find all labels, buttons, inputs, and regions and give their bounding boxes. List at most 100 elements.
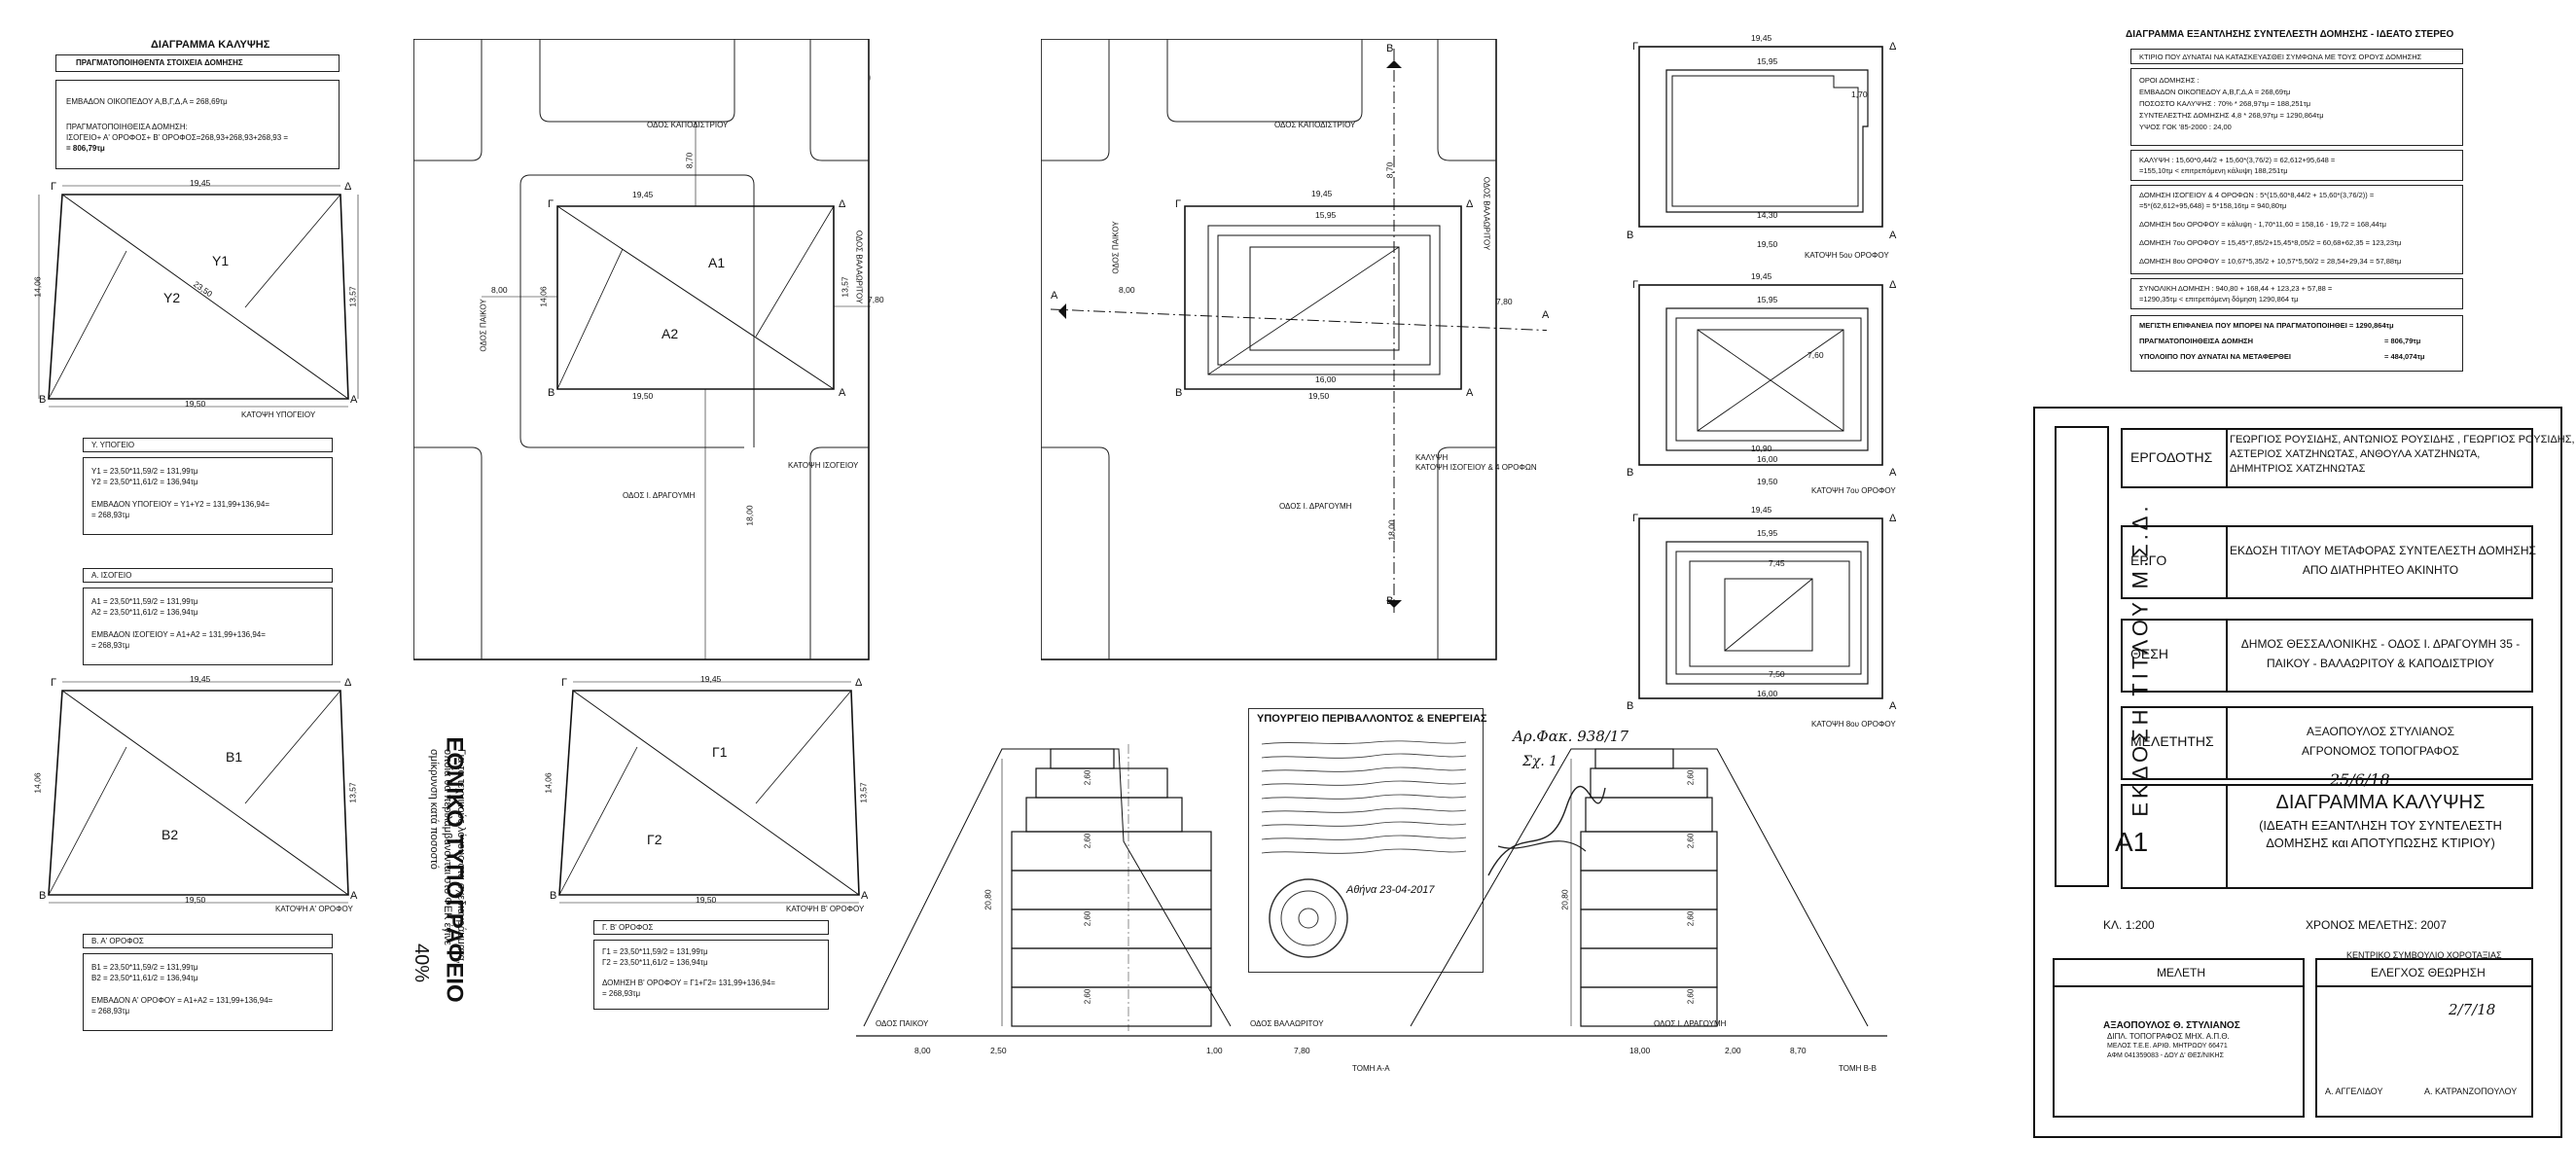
- tb-row-designer: ΜΕΛΕΤΗΤΗΣ ΑΞΑΟΠΟΥΛΟΣ ΣΤΥΛΙΑΝΟΣ ΑΓΡΟΝΟΜΟΣ…: [2121, 706, 2533, 780]
- second-top-dim: 19,45: [700, 674, 722, 684]
- aa-dim-4: 7,80: [1294, 1046, 1310, 1055]
- p7-inner-top: 15,95: [1757, 528, 1778, 538]
- tb-check-header: ΕΛΕΓΧΟΣ ΘΕΩΡΗΣΗ: [2371, 966, 2486, 979]
- tb-check-note: ΚΕΝΤΡΙΚΟ ΣΥΜΒΟΥΛΙΟ ΧΟΡΟΤΑΞΙΑΣ: [2346, 950, 2502, 960]
- second-floor-diagonal: [572, 690, 860, 896]
- aa-floor-8: [1050, 748, 1115, 769]
- bb-floorh-3: 2,60: [1686, 910, 1696, 927]
- corner-d-site: Δ: [839, 198, 846, 210]
- basement-line-3: ΕΜΒΑΔΟΝ ΥΠΟΓΕΙΟΥ = Υ1+Υ2 = 131,99+136,94…: [91, 500, 269, 509]
- ov-inner-1: [1207, 225, 1441, 375]
- aa-floor-1: [1011, 986, 1212, 1027]
- ideal-term-5: ΥΨΟΣ ΓΟΚ '85-2000 : 24,00: [2139, 123, 2232, 131]
- site-height-1: [556, 248, 624, 390]
- aa-floor-2: [1011, 947, 1212, 988]
- p7-label: ΚΑΤΟΨΗ 8ου ΟΡΟΦΟΥ: [1811, 720, 1896, 729]
- basement-plan-svg: [38, 185, 359, 408]
- ov-street-drag: ΟΔΟΣ Ι. ΔΡΑΓΟΥΜΗ: [1279, 502, 1352, 511]
- ground-line-1: Α1 = 23,50*11,59/2 = 131,99τμ: [91, 597, 198, 606]
- first-line-3: ΕΜΒΑΔΟΝ Α' ΟΡΟΦΟΥ = Α1+Α2 = 131,99+136,9…: [91, 996, 273, 1005]
- basement-left-dim: 14,06: [32, 276, 43, 298]
- p5-inner-bottom: 14,30: [1757, 210, 1778, 220]
- p5-inner: [1665, 69, 1869, 213]
- aa-dim-1: 8,00: [914, 1046, 931, 1055]
- aa-street-val: ΟΔΟΣ ΒΑΛΑΩΡΙΤΟΥ: [1250, 1019, 1324, 1028]
- tb-diagram-divider: [2226, 784, 2228, 889]
- typography-line-1: Για τα τεχνικούς λόγους στα σχεδιαγράμμα…: [455, 749, 467, 964]
- ideal-coverage-2: =155,10τμ < επιτρεπόμενη κάλυψη 188,251τ…: [2139, 166, 2288, 175]
- aa-floor-5: [1011, 831, 1212, 872]
- overlay-plan-label: ΚΑΛΥΨΗ ΚΑΤΟΨΗ ΙΣΟΓΕΙΟΥ & 4 ΟΡΟΦΩΝ: [1415, 453, 1537, 472]
- bb-floor-5: [1580, 831, 1718, 872]
- ideal-coverage-1: ΚΑΛΥΨΗ : 15,60*0,44/2 + 15,60*(3,76/2) =…: [2139, 156, 2336, 164]
- p6-label: ΚΑΤΟΨΗ 7ου ΟΡΟΦΟΥ: [1811, 486, 1896, 495]
- site-street-paikou: ΟΔΟΣ ΠΑΙΚΟΥ: [479, 299, 488, 352]
- tb-project-divider: [2226, 525, 2228, 599]
- site-dim-paikou-label: 8,00: [491, 285, 508, 295]
- site-height-2: [755, 205, 835, 338]
- p5-corner-b: Β: [1627, 230, 1634, 241]
- basement-bottom-dim: 19,50: [185, 399, 206, 409]
- site-diagonal: [556, 205, 835, 390]
- corner-g-first: Γ: [51, 677, 57, 689]
- tb-scale: ΚΛ. 1:200: [2103, 918, 2155, 932]
- ov-corner-b: Β: [1175, 387, 1183, 399]
- basement-line-4: = 268,93τμ: [91, 511, 130, 519]
- p7-diag-1: [1724, 578, 1813, 652]
- handwritten-ref: Αρ.Φακ. 938/17: [1513, 728, 1628, 745]
- p5-inner-top: 15,95: [1757, 56, 1778, 66]
- tb-check-box: ΚΕΝΤΡΙΚΟ ΣΥΜΒΟΥΛΙΟ ΧΟΡΟΤΑΞΙΑΣ ΕΛΕΓΧΟΣ ΘΕ…: [2315, 950, 2533, 1118]
- ministry-seal: [1269, 878, 1348, 958]
- second-floor-height-1: [558, 746, 638, 896]
- typography-line-2: οποία θα περιλαμβάνονται στο ΦΕΚ έγινε: [442, 749, 453, 945]
- section-bb-label: ΤΟΜΗ Β-Β: [1839, 1064, 1877, 1073]
- second-box-title: Γ. Β' ΟΡΟΦΟΣ: [602, 923, 654, 932]
- aa-envelope: [863, 748, 1232, 1027]
- aa-dim-2: 2,50: [990, 1046, 1007, 1055]
- ov-drag: 18,00: [1386, 519, 1397, 541]
- summary-line-3: ΙΣΟΓΕΙΟ+ Α' ΟΡΟΦΟΣ+ Β' ΟΡΟΦΟΣ=268,93+268…: [66, 133, 289, 142]
- ov-section-aa: [1050, 308, 1547, 332]
- ov-diagonal: [1207, 246, 1400, 375]
- p6-corner-a: Α: [1889, 467, 1897, 479]
- ov-inner-3: [1249, 246, 1400, 351]
- tb-designer-label: ΜΕΛΕΤΗΤΗΣ: [2130, 733, 2214, 749]
- first-left-dim: 14,06: [32, 772, 43, 794]
- second-line-1: Γ1 = 23,50*11,59/2 = 131,99τμ: [602, 947, 708, 956]
- p7-a: 7,45: [1769, 558, 1785, 568]
- p5-outer: [1638, 46, 1883, 228]
- section-aa-label: ΤΟΜΗ Α-Α: [1352, 1064, 1390, 1073]
- tb-study-box: ΜΕΛΕΤΗ ΑΞΑΟΠΟΥΛΟΣ Θ. ΣΤΥΛΙΑΝΟΣ ΔΙΠΛ. ΤΟΠ…: [2053, 958, 2305, 1118]
- tb-sign-left: Α. ΑΓΓΕΛΙΔΟΥ: [2325, 1086, 2383, 1096]
- ideal-term-1: ΟΡΟΙ ΔΟΜΗΣΗΣ :: [2139, 76, 2200, 85]
- aa-height: 20,80: [983, 889, 993, 910]
- basement-line-1: Υ1 = 23,50*11,59/2 = 131,99τμ: [91, 467, 198, 476]
- second-floor-plan-label: ΚΑΤΟΨΗ Β' ΟΡΟΦΟΥ: [786, 905, 865, 913]
- ov-inner-bottom: 16,00: [1315, 374, 1337, 384]
- first-floor-diagonal: [61, 690, 349, 896]
- ideal-title: ΔΙΑΓΡΑΜΜΑ ΕΞΑΝΤΛΗΣΗΣ ΣΥΝΤΕΛΕΣΤΗ ΔΟΜΗΣΗΣ …: [2126, 29, 2454, 40]
- p6-corner-g: Γ: [1632, 279, 1639, 291]
- basement-plan-label: ΚΑΤΟΨΗ ΥΠΟΓΕΙΟΥ: [241, 410, 316, 419]
- bb-floorh-4: 2,60: [1686, 988, 1696, 1005]
- tb-owner-divider: [2226, 428, 2228, 488]
- tb-sign-right: Α. ΚΑΤΡΑΝΖΟΠΟΥΛΟΥ: [2424, 1086, 2518, 1096]
- section-arrow-bottom: [1386, 600, 1402, 608]
- area-label-a2: Α2: [662, 326, 679, 341]
- tb-location-value: ΔΗΜΟΣ ΘΕΣΣΑΛΟΝΙΚΗΣ - ΟΔΟΣ Ι. ΔΡΑΓΟΥΜΗ 35…: [2240, 637, 2521, 670]
- second-left-dim: 14,06: [543, 772, 554, 794]
- floor-plan-7-svg: [1638, 517, 1883, 699]
- block-center: [519, 174, 755, 447]
- summary-line-2: ΠΡΑΓΜΑΤΟΠΟΙΗΘΕΙΣΑ ΔΟΜΗΣΗ:: [66, 123, 188, 131]
- ground-line-4: = 268,93τμ: [91, 641, 130, 650]
- p6-inner-bottom: 10,90: [1751, 444, 1772, 453]
- site-plan-svg: [413, 39, 871, 660]
- ideal-total-box: ΣΥΝΟΛΙΚΗ ΔΟΜΗΣΗ : 940,80 + 168,44 + 123,…: [2130, 278, 2463, 309]
- p6-top: 19,45: [1751, 271, 1772, 281]
- tb-engineer-reg: ΜΕΛΟΣ Τ.Ε.Ε. ΑΡΙΘ. ΜΗΤΡΩΟΥ 66471: [2107, 1043, 2228, 1050]
- ground-line-2: Α2 = 23,50*11,61/2 = 136,94τμ: [91, 608, 198, 617]
- p5-corner-g: Γ: [1632, 41, 1639, 53]
- first-floor-height-1: [48, 746, 127, 896]
- left-subtitle-box: ΠΡΑΓΜΑΤΟΠΟΙΗΘΕΝΤΑ ΣΤΟΙΧΕΙΑ ΔΟΜΗΣΗΣ: [55, 54, 340, 72]
- p5-inner-2: [1671, 75, 1859, 207]
